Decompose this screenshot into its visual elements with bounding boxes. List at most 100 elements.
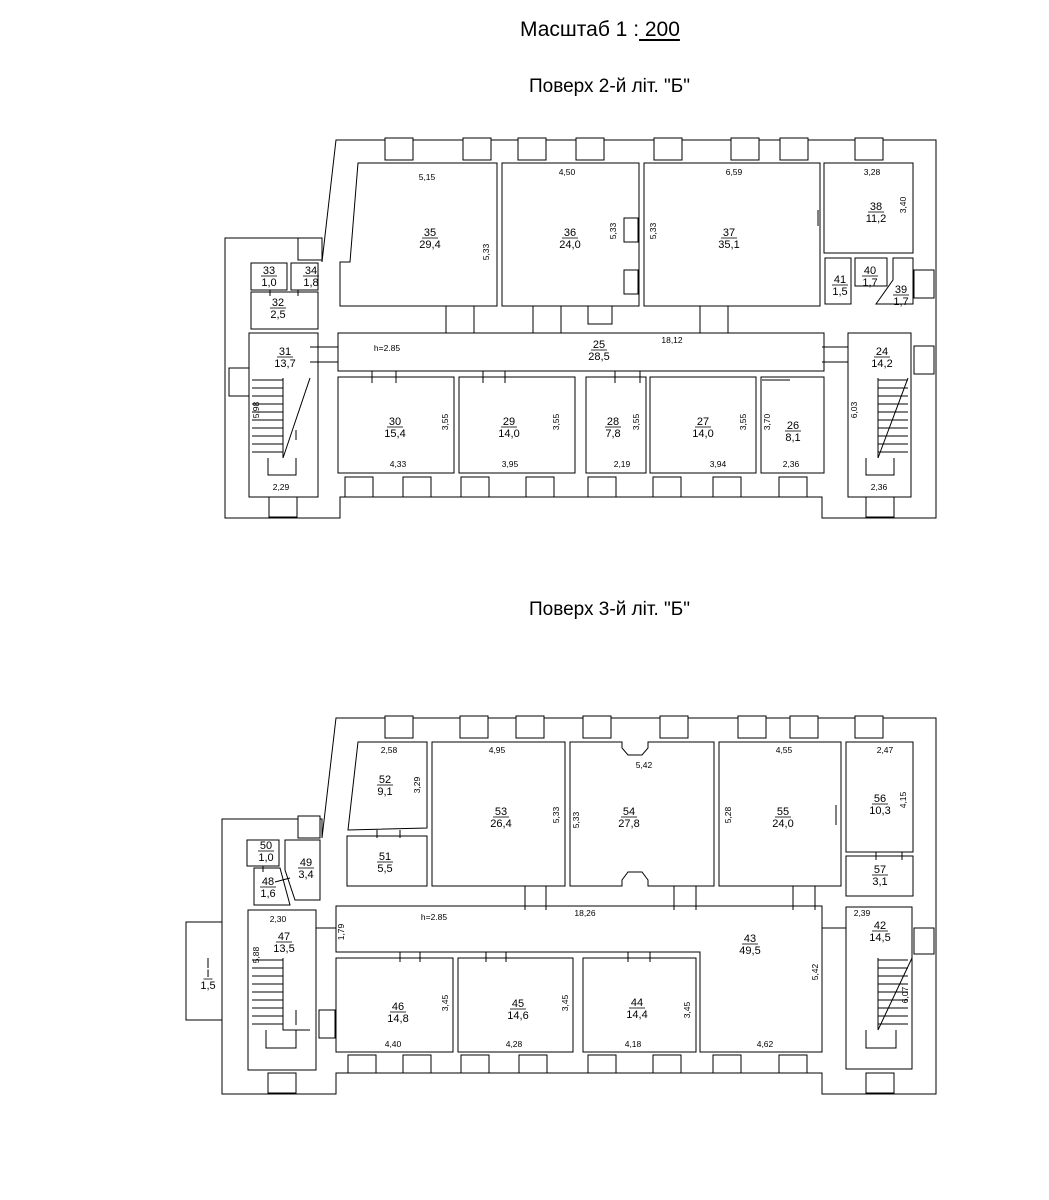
floor-2-windows: [228, 137, 935, 518]
floor-2-title: Поверх 2-й літ. "Б": [529, 76, 691, 97]
room-area: 1,7: [893, 296, 908, 308]
dimension-label: 2,30: [270, 914, 287, 924]
dimension-label: 5,33: [608, 222, 618, 239]
dimension-label: 6,03: [849, 401, 859, 418]
room-area: 35,1: [718, 239, 739, 251]
floor-2-dimensions: 5,155,334,505,336,595,333,283,4018,125,9…: [251, 167, 908, 492]
room-number: 53: [495, 806, 507, 818]
floor-3-windows: [267, 715, 935, 1094]
room-area: 14,8: [387, 1013, 408, 1025]
room-number: 33: [263, 265, 275, 277]
room-area: 11,2: [866, 213, 887, 225]
room-number: 43: [744, 933, 756, 945]
room-number: 48: [262, 876, 274, 888]
room-number: 24: [876, 346, 888, 358]
room-number: 34: [305, 265, 317, 277]
room-area: 9,1: [377, 786, 392, 798]
room-number: 39: [895, 284, 907, 296]
room-area: 1,7: [862, 277, 877, 289]
room-area: 14,0: [498, 428, 519, 440]
dimension-label: 3,70: [762, 413, 772, 430]
room-number: 32: [272, 297, 284, 309]
dimension-label: 6,59: [726, 167, 743, 177]
floor-2-plan: 3529,43624,03735,13811,2331,0341,8322,54…: [224, 137, 937, 519]
room-area: 27,8: [618, 818, 639, 830]
room-area: 7,8: [605, 428, 620, 440]
dimension-label: 18,26: [574, 908, 596, 918]
room-number: 28: [607, 416, 619, 428]
dimension-label: 2,47: [877, 745, 894, 755]
floor-3-height-note: h=2.85: [421, 912, 448, 922]
room-area: 3,1: [872, 876, 887, 888]
room-number: 42: [874, 920, 886, 932]
dimension-label: 2,36: [783, 459, 800, 469]
room-number: 49: [300, 857, 312, 869]
room-area: 14,0: [692, 428, 713, 440]
scale-value: 200: [639, 18, 680, 41]
room-area: 1,0: [258, 852, 273, 864]
dimension-label: 4,50: [559, 167, 576, 177]
room-area: 26,4: [490, 818, 511, 830]
dimension-label: 5,28: [723, 806, 733, 823]
floor-3-dimensions: 2,583,294,955,335,425,334,555,282,474,15…: [251, 745, 910, 1049]
room-number: 38: [870, 201, 882, 213]
dimension-label: 3,29: [412, 776, 422, 793]
scale-line: Масштаб 1 : 200: [520, 18, 680, 42]
dimension-label: 3,55: [631, 413, 641, 430]
dimension-label: 5,33: [648, 222, 658, 239]
dimension-label: 3,55: [551, 413, 561, 430]
room-number: 54: [623, 806, 635, 818]
room-number: 27: [697, 416, 709, 428]
room-area: 14,2: [871, 358, 892, 370]
room-number: 57: [874, 864, 886, 876]
room-area: 1,8: [303, 277, 318, 289]
room-number: 56: [874, 793, 886, 805]
room-number: 50: [260, 840, 272, 852]
room-number: I: [206, 968, 209, 980]
dimension-label: 3,45: [682, 1001, 692, 1018]
room-area: 15,4: [384, 428, 405, 440]
dimension-label: 3,40: [898, 196, 908, 213]
dimension-label: 2,58: [381, 745, 398, 755]
dimension-label: 4,15: [898, 791, 908, 808]
room-number: 52: [379, 774, 391, 786]
room-number: 51: [379, 851, 391, 863]
dimension-label: 4,55: [776, 745, 793, 755]
room-number: 47: [278, 931, 290, 943]
dimension-label: 3,28: [864, 167, 881, 177]
room-number: 35: [424, 227, 436, 239]
dimension-label: 6,07: [900, 986, 910, 1003]
dimension-label: 5,33: [571, 811, 581, 828]
room-number: 44: [631, 997, 643, 1009]
dimension-label: 2,39: [854, 908, 871, 918]
dimension-label: 5,33: [481, 243, 491, 260]
dimension-label: 5,15: [419, 172, 436, 182]
room-area: 10,3: [869, 805, 890, 817]
room-area: 1,0: [261, 277, 276, 289]
dimension-label: 3,55: [440, 413, 450, 430]
room-number: 41: [834, 274, 846, 286]
room-area: 14,5: [869, 932, 890, 944]
dimension-label: 4,28: [506, 1039, 523, 1049]
room-area: 13,5: [273, 943, 294, 955]
room-number: 29: [503, 416, 515, 428]
room-area: 29,4: [419, 239, 440, 251]
room-number: 30: [389, 416, 401, 428]
floor-2-stairs: [252, 377, 909, 476]
room-number: 36: [564, 227, 576, 239]
room-area: 14,4: [626, 1009, 647, 1021]
dimension-label: 3,94: [710, 459, 727, 469]
dimension-label: 1,79: [336, 923, 346, 940]
room-area: 24,0: [559, 239, 580, 251]
room-number: 31: [279, 346, 291, 358]
dimension-label: 4,62: [757, 1039, 774, 1049]
room-area: 3,4: [298, 869, 313, 881]
dimension-label: 5,42: [636, 760, 653, 770]
room-number: 25: [593, 339, 605, 351]
dimension-label: 2,36: [871, 482, 888, 492]
room-area: 24,0: [772, 818, 793, 830]
room-area: 1,5: [200, 980, 215, 992]
floor-2-height-note: h=2.85: [374, 343, 401, 353]
floor-2-doors: [269, 210, 848, 420]
